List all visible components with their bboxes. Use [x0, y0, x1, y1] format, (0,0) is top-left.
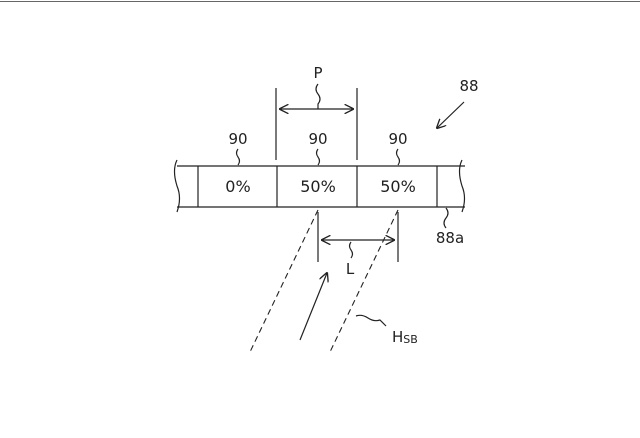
length-dimension: L: [318, 212, 398, 278]
filter-ref-label: 90: [308, 130, 327, 148]
surface-reference: 88a: [436, 208, 464, 247]
beam-label-subscript: SB: [403, 333, 418, 346]
incident-beam: [250, 210, 398, 352]
filter-cell-value: 50%: [300, 177, 336, 196]
pitch-label: P: [313, 64, 322, 82]
filter-reference-1: 90: [228, 130, 247, 165]
surface-ref-label: 88a: [436, 229, 464, 247]
beam-reference: HSB: [356, 315, 418, 346]
filter-reference-3: 90: [388, 130, 407, 165]
beam-label-main: H: [392, 328, 403, 346]
length-label: L: [346, 260, 355, 278]
filter-ref-label: 90: [228, 130, 247, 148]
filter-cell-value: 0%: [225, 177, 250, 196]
filter-ref-label: 90: [388, 130, 407, 148]
filter-cell-value: 50%: [380, 177, 416, 196]
beam-label: HSB: [392, 328, 418, 346]
device-ref-label: 88: [459, 77, 478, 95]
device-reference: 88: [437, 77, 479, 128]
filter-reference-2: 90: [308, 130, 327, 165]
